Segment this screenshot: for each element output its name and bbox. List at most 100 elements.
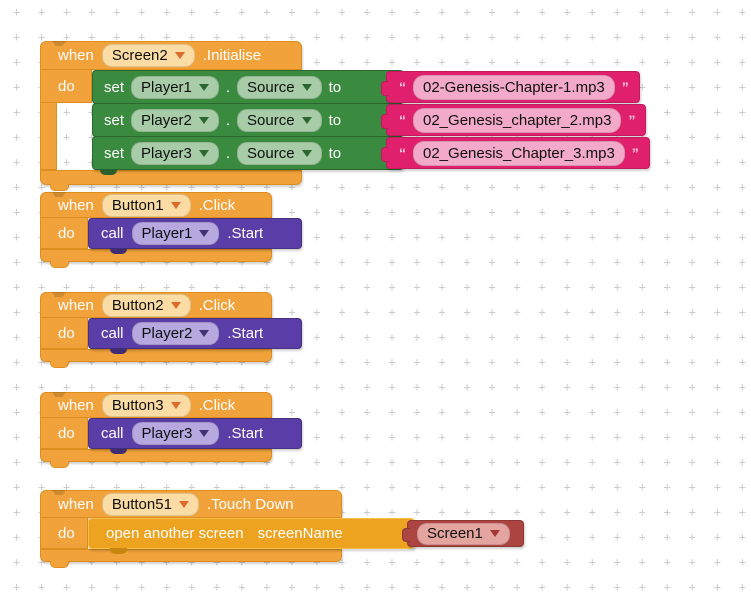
property-name: Source [247, 111, 295, 129]
component-dropdown-player3[interactable]: Player3 [131, 141, 219, 165]
call-player2-start-block[interactable]: call Player2 .Start [88, 318, 302, 349]
property-dropdown-source[interactable]: Source [237, 108, 322, 132]
dot-label: . [225, 78, 231, 96]
method-name-label: .Start [227, 325, 264, 342]
property-dropdown-source[interactable]: Source [237, 75, 322, 99]
component-dropdown-button1[interactable]: Button1 [101, 193, 191, 217]
method-name-label: .Start [227, 225, 264, 242]
screen1-picker-block[interactable]: Screen1 [402, 520, 524, 547]
do-label: do [58, 424, 75, 442]
text-string-block-2[interactable]: “ 02_Genesis_chapter_2.mp3 ” [380, 104, 647, 136]
dot-label: . [225, 111, 231, 129]
do-slot-label: do [40, 70, 92, 103]
set-player1-source-block[interactable]: set Player1 . Source to [92, 70, 404, 104]
component-name: Player1 [141, 225, 193, 242]
component-name: Player2 [141, 325, 193, 342]
close-quote-label: ” [631, 145, 639, 161]
event-name-label: .Click [198, 296, 236, 314]
dot-label: . [225, 144, 231, 162]
do-label: do [58, 224, 75, 242]
connector-notch [52, 292, 66, 297]
do-slot-label: do [40, 218, 88, 249]
dropdown-arrow-icon [301, 83, 312, 91]
component-dropdown-button3[interactable]: Button3 [101, 393, 191, 417]
open-quote-label: “ [399, 112, 406, 128]
component-name: Player3 [141, 425, 193, 442]
do-slot-label: do [40, 418, 88, 449]
dropdown-arrow-icon [198, 116, 209, 124]
text-string-value: 02_Genesis_Chapter_3.mp3 [423, 144, 615, 162]
text-string-field[interactable]: 02_Genesis_chapter_2.mp3 [413, 107, 622, 133]
do-slot-label: do [40, 318, 88, 349]
dropdown-arrow-icon [170, 201, 181, 209]
text-string-block-1[interactable]: “ 02-Genesis-Chapter-1.mp3 ” [381, 71, 640, 103]
set-player2-source-block[interactable]: set Player2 . Source to [92, 103, 404, 137]
set-player3-source-block[interactable]: set Player3 . Source to [92, 136, 404, 170]
set-label: set [104, 111, 125, 129]
when-label: when [58, 396, 94, 414]
event-block-header[interactable]: when Button3 .Click [40, 392, 272, 418]
screen-dropdown[interactable]: Screen1 [417, 522, 510, 545]
connector-bump [100, 169, 117, 175]
event-block-header[interactable]: when Screen2 .Initialise [40, 41, 302, 70]
text-string-field[interactable]: 02-Genesis-Chapter-1.mp3 [413, 74, 615, 100]
component-dropdown-screen2[interactable]: Screen2 [101, 44, 195, 67]
text-string-value: 02_Genesis_chapter_2.mp3 [423, 111, 612, 129]
call-player1-start-block[interactable]: call Player1 .Start [88, 218, 302, 249]
open-another-screen-block[interactable]: open another screen screenName [88, 518, 415, 549]
component-name: Button2 [111, 296, 164, 314]
component-name: Player1 [141, 78, 192, 96]
dropdown-arrow-icon [199, 330, 210, 337]
component-dropdown-button51[interactable]: Button51 [101, 492, 199, 516]
open-quote-label: “ [399, 145, 406, 161]
method-name-label: .Start [227, 425, 264, 442]
component-name: Button51 [111, 495, 172, 513]
component-name: Button1 [111, 196, 164, 214]
dropdown-arrow-icon [301, 116, 312, 124]
event-block-header[interactable]: when Button1 .Click [40, 192, 272, 218]
when-label: when [58, 296, 94, 314]
component-dropdown-player2[interactable]: Player2 [131, 108, 219, 132]
set-label: set [104, 78, 125, 96]
event-block-header[interactable]: when Button2 .Click [40, 292, 272, 318]
dropdown-arrow-icon [199, 230, 210, 237]
component-name: Screen2 [111, 47, 168, 64]
connector-notch [52, 192, 66, 197]
component-name: Player2 [141, 111, 192, 129]
to-label: to [328, 144, 342, 162]
component-dropdown-button2[interactable]: Button2 [101, 293, 191, 317]
dropdown-arrow-icon [174, 52, 185, 59]
property-dropdown-source[interactable]: Source [237, 141, 322, 165]
call-label: call [101, 325, 124, 342]
block-bottom-bar [40, 349, 272, 362]
component-dropdown-player3[interactable]: Player3 [131, 422, 220, 445]
text-string-block-3[interactable]: “ 02_Genesis_Chapter_3.mp3 ” [381, 137, 650, 169]
text-string-field[interactable]: 02_Genesis_Chapter_3.mp3 [413, 140, 625, 166]
event-name-label: .Initialise [202, 47, 262, 64]
component-dropdown-player1[interactable]: Player1 [131, 75, 219, 99]
component-dropdown-player2[interactable]: Player2 [131, 322, 220, 345]
connector-bump [50, 184, 69, 191]
do-label: do [58, 324, 75, 342]
when-label: when [58, 495, 94, 513]
dropdown-arrow-icon [178, 500, 189, 508]
open-screen-label: open another screen [106, 525, 244, 542]
do-label: do [58, 77, 75, 95]
connector-bump [50, 261, 69, 268]
connector-notch [52, 41, 66, 46]
property-name: Source [247, 144, 295, 162]
when-label: when [58, 47, 94, 64]
dropdown-arrow-icon [199, 430, 210, 437]
dropdown-arrow-icon [198, 83, 209, 91]
dropdown-arrow-icon [170, 301, 181, 309]
dropdown-arrow-icon [301, 149, 312, 157]
do-slot-label: do [40, 518, 88, 549]
connector-bump [110, 448, 127, 454]
call-player3-start-block[interactable]: call Player3 .Start [88, 418, 302, 449]
dropdown-arrow-icon [170, 401, 181, 409]
when-label: when [58, 196, 94, 214]
component-dropdown-player1[interactable]: Player1 [131, 222, 220, 245]
call-label: call [101, 425, 124, 442]
event-block-header[interactable]: when Button51 .Touch Down [40, 490, 342, 518]
